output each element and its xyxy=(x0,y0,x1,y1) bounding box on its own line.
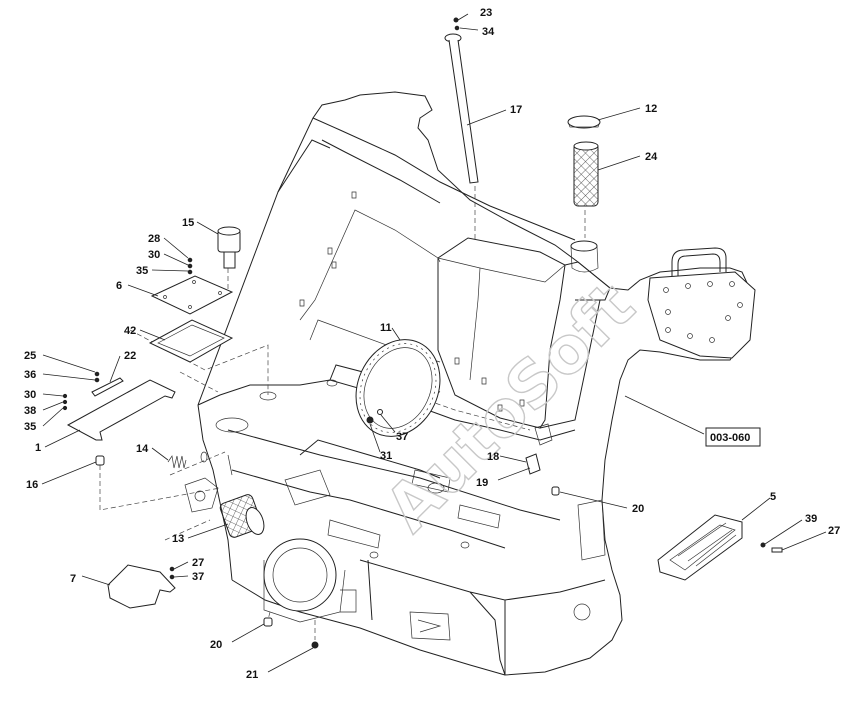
label-28: 28 xyxy=(148,233,160,245)
label-37b: 37 xyxy=(192,571,204,583)
label-12: 12 xyxy=(645,103,657,115)
label-30b: 30 xyxy=(24,389,36,401)
label-25: 25 xyxy=(24,350,36,362)
label-17: 17 xyxy=(510,104,522,116)
part-35 xyxy=(187,269,193,275)
label-14: 14 xyxy=(136,443,149,455)
label-15: 15 xyxy=(182,217,194,229)
reference-box-label[interactable]: 003-060 xyxy=(710,432,750,444)
label-38: 38 xyxy=(24,405,36,417)
reference-box[interactable] xyxy=(705,427,761,447)
part-37 xyxy=(377,409,383,415)
part-22-strip xyxy=(91,371,124,397)
label-24: 24 xyxy=(645,151,658,163)
part-labels: 23 34 17 12 24 15 28 30 35 6 42 11 25 22… xyxy=(24,7,840,681)
part-7-bracket xyxy=(107,564,176,609)
label-18: 18 xyxy=(487,451,499,463)
part-15-breather xyxy=(217,226,241,269)
part-35b xyxy=(62,405,68,411)
label-20b: 20 xyxy=(210,639,222,651)
label-30: 30 xyxy=(148,249,160,261)
part-6-cover xyxy=(150,275,234,315)
part-17-tube xyxy=(444,17,479,184)
part-20b xyxy=(263,617,273,627)
label-42: 42 xyxy=(124,325,136,337)
part-30b xyxy=(62,393,68,399)
part-13-filter xyxy=(219,494,265,538)
filler-neck xyxy=(570,240,599,273)
label-35: 35 xyxy=(136,265,148,277)
label-23: 23 xyxy=(480,7,492,19)
part-27b xyxy=(169,566,175,572)
part-20a xyxy=(551,486,560,496)
label-13: 13 xyxy=(172,533,184,545)
label-37: 37 xyxy=(396,431,408,443)
label-27b: 27 xyxy=(192,557,204,569)
part-30 xyxy=(187,263,193,269)
plate-holes xyxy=(663,281,743,343)
part-1-plate xyxy=(66,379,176,441)
part-21 xyxy=(311,641,319,649)
label-11: 11 xyxy=(380,322,392,334)
part-31 xyxy=(366,416,374,424)
label-6: 6 xyxy=(116,280,122,292)
part-27a xyxy=(771,547,783,553)
part-14-spring xyxy=(167,451,208,469)
label-34: 34 xyxy=(482,26,495,38)
label-1: 1 xyxy=(35,442,41,454)
label-31: 31 xyxy=(380,450,392,462)
label-20a: 20 xyxy=(632,503,644,515)
part-37b xyxy=(169,574,175,580)
label-39: 39 xyxy=(805,513,817,525)
label-36: 36 xyxy=(24,369,36,381)
label-7: 7 xyxy=(70,573,76,585)
part-38 xyxy=(62,399,68,405)
part-16-plug xyxy=(95,455,105,466)
label-16: 16 xyxy=(26,479,38,491)
leader-lines xyxy=(41,13,827,673)
label-35b: 35 xyxy=(24,421,36,433)
part-39 xyxy=(760,542,766,548)
label-21: 21 xyxy=(246,669,258,681)
label-27a: 27 xyxy=(828,525,840,537)
label-22: 22 xyxy=(124,350,136,362)
label-19: 19 xyxy=(476,477,488,489)
part-18-fitting xyxy=(525,453,541,475)
part-28 xyxy=(187,257,193,263)
part-24-filter-screen xyxy=(573,141,599,207)
label-5: 5 xyxy=(770,491,776,503)
part-12-cap xyxy=(567,115,601,129)
part-5-step xyxy=(657,514,743,581)
part-42-gasket xyxy=(148,319,234,363)
